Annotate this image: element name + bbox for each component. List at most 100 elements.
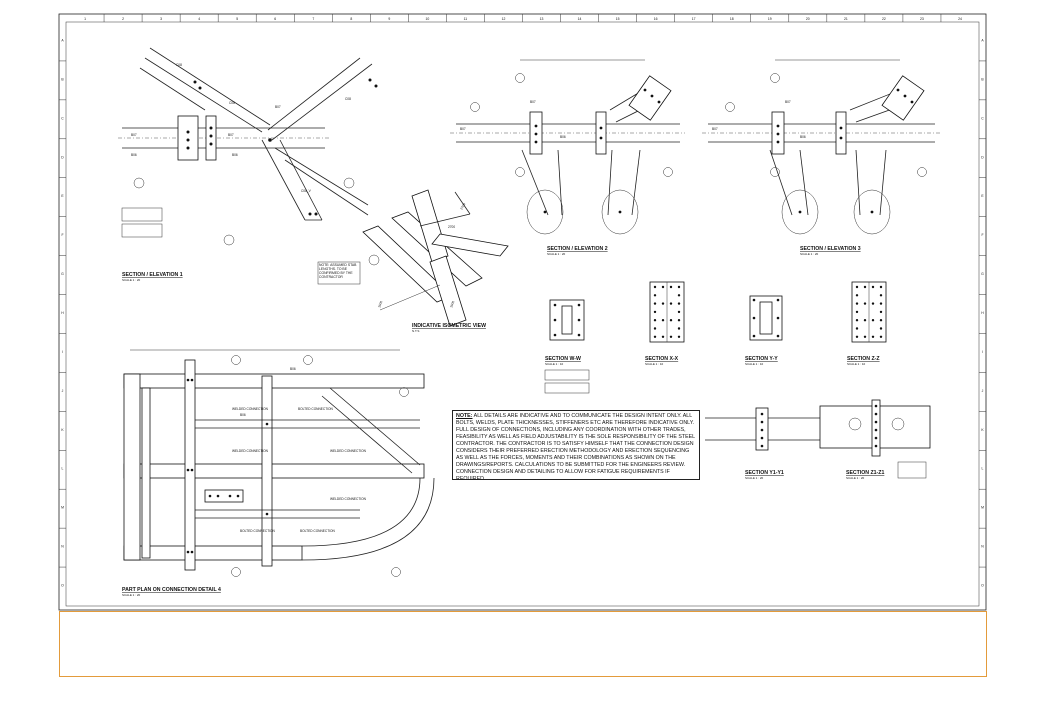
elevation-1-title: SECTION / ELEVATION 1 xyxy=(122,272,183,278)
plan-label-welded-4: WELDED CONNECTION xyxy=(330,497,367,501)
plan-label-bolted-2: BOLTED CONNECTION xyxy=(240,529,276,533)
grid-col-14: 14 xyxy=(578,17,582,21)
grid-row-F: F xyxy=(61,233,63,237)
grid-row-right-O: O xyxy=(981,584,984,588)
grid-col-17: 17 xyxy=(692,17,696,21)
section-yy-scale: SCALE 1 : 10 xyxy=(745,362,764,366)
isometric-scale: N.T.S xyxy=(412,329,419,333)
general-note-text: ALL DETAILS ARE INDICATIVE AND TO COMMUN… xyxy=(456,413,695,480)
grid-row-L: L xyxy=(62,467,64,471)
section-yy-title: SECTION Y-Y xyxy=(745,356,778,362)
grid-row-B: B xyxy=(61,77,64,81)
grid-row-right-E: E xyxy=(981,194,984,198)
section-y1-scale: SCALE 1 : 20 xyxy=(745,476,764,480)
grid-row-right-N: N xyxy=(981,545,984,549)
elevation-2-title: SECTION / ELEVATION 2 xyxy=(547,246,608,252)
elevation-3-view: B07 B06 B07 SECTION / ELEVATION 3 SCALE … xyxy=(702,59,940,256)
section-zz-scale: SCALE 1 : 10 xyxy=(847,362,866,366)
grid-col-24: 24 xyxy=(958,17,962,21)
grid-row-O: O xyxy=(61,584,64,588)
elev2-tag-b07-top: B07 xyxy=(530,100,536,104)
grid-row-D: D xyxy=(61,155,64,159)
plan-tag-b06-2: B06 xyxy=(240,413,246,417)
sheet-outer-border xyxy=(58,13,987,611)
grid-row-J: J xyxy=(62,389,64,393)
elevation-2-view: B07 B06 B07 SECTION / ELEVATION 2 SCALE … xyxy=(450,59,685,256)
section-y1-title: SECTION Y1-Y1 xyxy=(745,470,784,476)
section-ww-title: SECTION W-W xyxy=(545,356,581,362)
elevation-2-scale: SCALE 1 : 20 xyxy=(547,252,566,256)
isometric-title: INDICATIVE ISOMETRIC VIEW xyxy=(412,323,486,329)
section-z1-z1: SECTION Z1-Z1 SCALE 1 : 20 xyxy=(819,399,931,480)
plan-title: PART PLAN ON CONNECTION DETAIL 4 xyxy=(122,587,221,593)
section-z-z: SECTION Z-Z SCALE 1 : 10 xyxy=(847,281,887,366)
plan-label-bolted-1: BOLTED CONNECTION xyxy=(298,407,334,411)
grid-col-10: 10 xyxy=(426,17,430,21)
grid-row-E: E xyxy=(61,194,64,198)
grid-row-right-D: D xyxy=(981,155,984,159)
grid-col-6: 6 xyxy=(274,17,276,21)
section-zz-title: SECTION Z-Z xyxy=(847,356,880,362)
general-design-note: NOTE: ALL DETAILS ARE INDICATIVE AND TO … xyxy=(452,410,700,480)
elev3-tag-b07: B07 xyxy=(712,127,718,131)
grid-col-19: 19 xyxy=(768,17,772,21)
elev2-tag-b06: B06 xyxy=(560,135,566,139)
section-ww-scale: SCALE 1 : 10 xyxy=(545,362,564,366)
elev3-tag-b07-top: B07 xyxy=(785,100,791,104)
grid-row-C: C xyxy=(61,116,64,120)
tag-b07-right: B07 xyxy=(228,133,234,137)
section-z1-title: SECTION Z1-Z1 xyxy=(846,470,884,476)
tag-c08v: C08_V xyxy=(301,189,312,193)
section-y-y: SECTION Y-Y SCALE 1 : 10 xyxy=(745,295,783,366)
elevation-3-title: SECTION / ELEVATION 3 xyxy=(800,246,861,252)
section-w-w: SECTION W-W SCALE 1 : 10 xyxy=(544,299,590,394)
grid-row-right-K: K xyxy=(981,428,984,432)
elevation-1-scale: SCALE 1 : 20 xyxy=(122,278,141,282)
grid-col-9: 9 xyxy=(388,17,390,21)
iso-dim-bottom-right: 1500 xyxy=(449,300,455,308)
tag-c08-mid: C08 xyxy=(229,101,235,105)
plan-scale: SCALE 1 : 20 xyxy=(122,593,141,597)
highlighted-caption-box xyxy=(59,611,987,677)
grid-row-right-G: G xyxy=(981,272,984,276)
plan-label-bolted-3: BOLTED CONNECTION xyxy=(300,529,336,533)
plan-label-welded-3: WELDED CONNECTION xyxy=(330,449,367,453)
general-note-label: NOTE: xyxy=(456,413,473,419)
grid-row-N: N xyxy=(61,545,64,549)
iso-dim-bottom-left: 1500 xyxy=(377,300,383,308)
plan-label-welded-2: WELDED CONNECTION xyxy=(232,449,269,453)
iso-dim-side: 2700 xyxy=(459,202,466,210)
grid-col-2: 2 xyxy=(122,17,124,21)
grid-col-21: 21 xyxy=(844,17,848,21)
grid-col-8: 8 xyxy=(350,17,352,21)
grid-col-22: 22 xyxy=(882,17,886,21)
tag-b06: B06 xyxy=(131,153,137,157)
grid-row-right-H: H xyxy=(981,311,984,315)
grid-row-right-B: B xyxy=(981,77,984,81)
grid-row-K: K xyxy=(61,428,64,432)
plan-label-welded-1: WELDED CONNECTION xyxy=(232,407,269,411)
tag-c08-right: C08 xyxy=(345,97,351,101)
section-xx-title: SECTION X-X xyxy=(645,356,679,362)
grid-col-3: 3 xyxy=(160,17,162,21)
grid-col-1: 1 xyxy=(84,17,86,21)
grid-col-20: 20 xyxy=(806,17,810,21)
grid-row-right-F: F xyxy=(981,233,983,237)
tag-b07: B07 xyxy=(131,133,137,137)
elevation-1-view: B07 B07 B06 B06 C08 C08 C08 C08_V B07 SE… xyxy=(118,47,380,282)
grid-col-4: 4 xyxy=(198,17,200,21)
grid-col-12: 12 xyxy=(502,17,506,21)
grid-row-A: A xyxy=(61,38,64,42)
iso-assumption-note: NOTE: ASSUMED STAB LENGTHS. TO BE CONFIR… xyxy=(319,263,357,280)
section-z1-scale: SCALE 1 : 20 xyxy=(846,476,865,480)
grid-col-5: 5 xyxy=(236,17,238,21)
grid-col-13: 13 xyxy=(540,17,544,21)
isometric-view: 2700 2700 1500 1500 NOTE: ASSUMED STAB L… xyxy=(317,189,509,333)
sheet-inner-border xyxy=(65,21,980,607)
iso-dim-top: 2700 xyxy=(448,225,455,229)
elevation-3-scale: SCALE 1 : 20 xyxy=(800,252,819,256)
grid-row-I: I xyxy=(62,350,63,354)
grid-col-15: 15 xyxy=(616,17,620,21)
grid-row-right-A: A xyxy=(981,38,984,42)
